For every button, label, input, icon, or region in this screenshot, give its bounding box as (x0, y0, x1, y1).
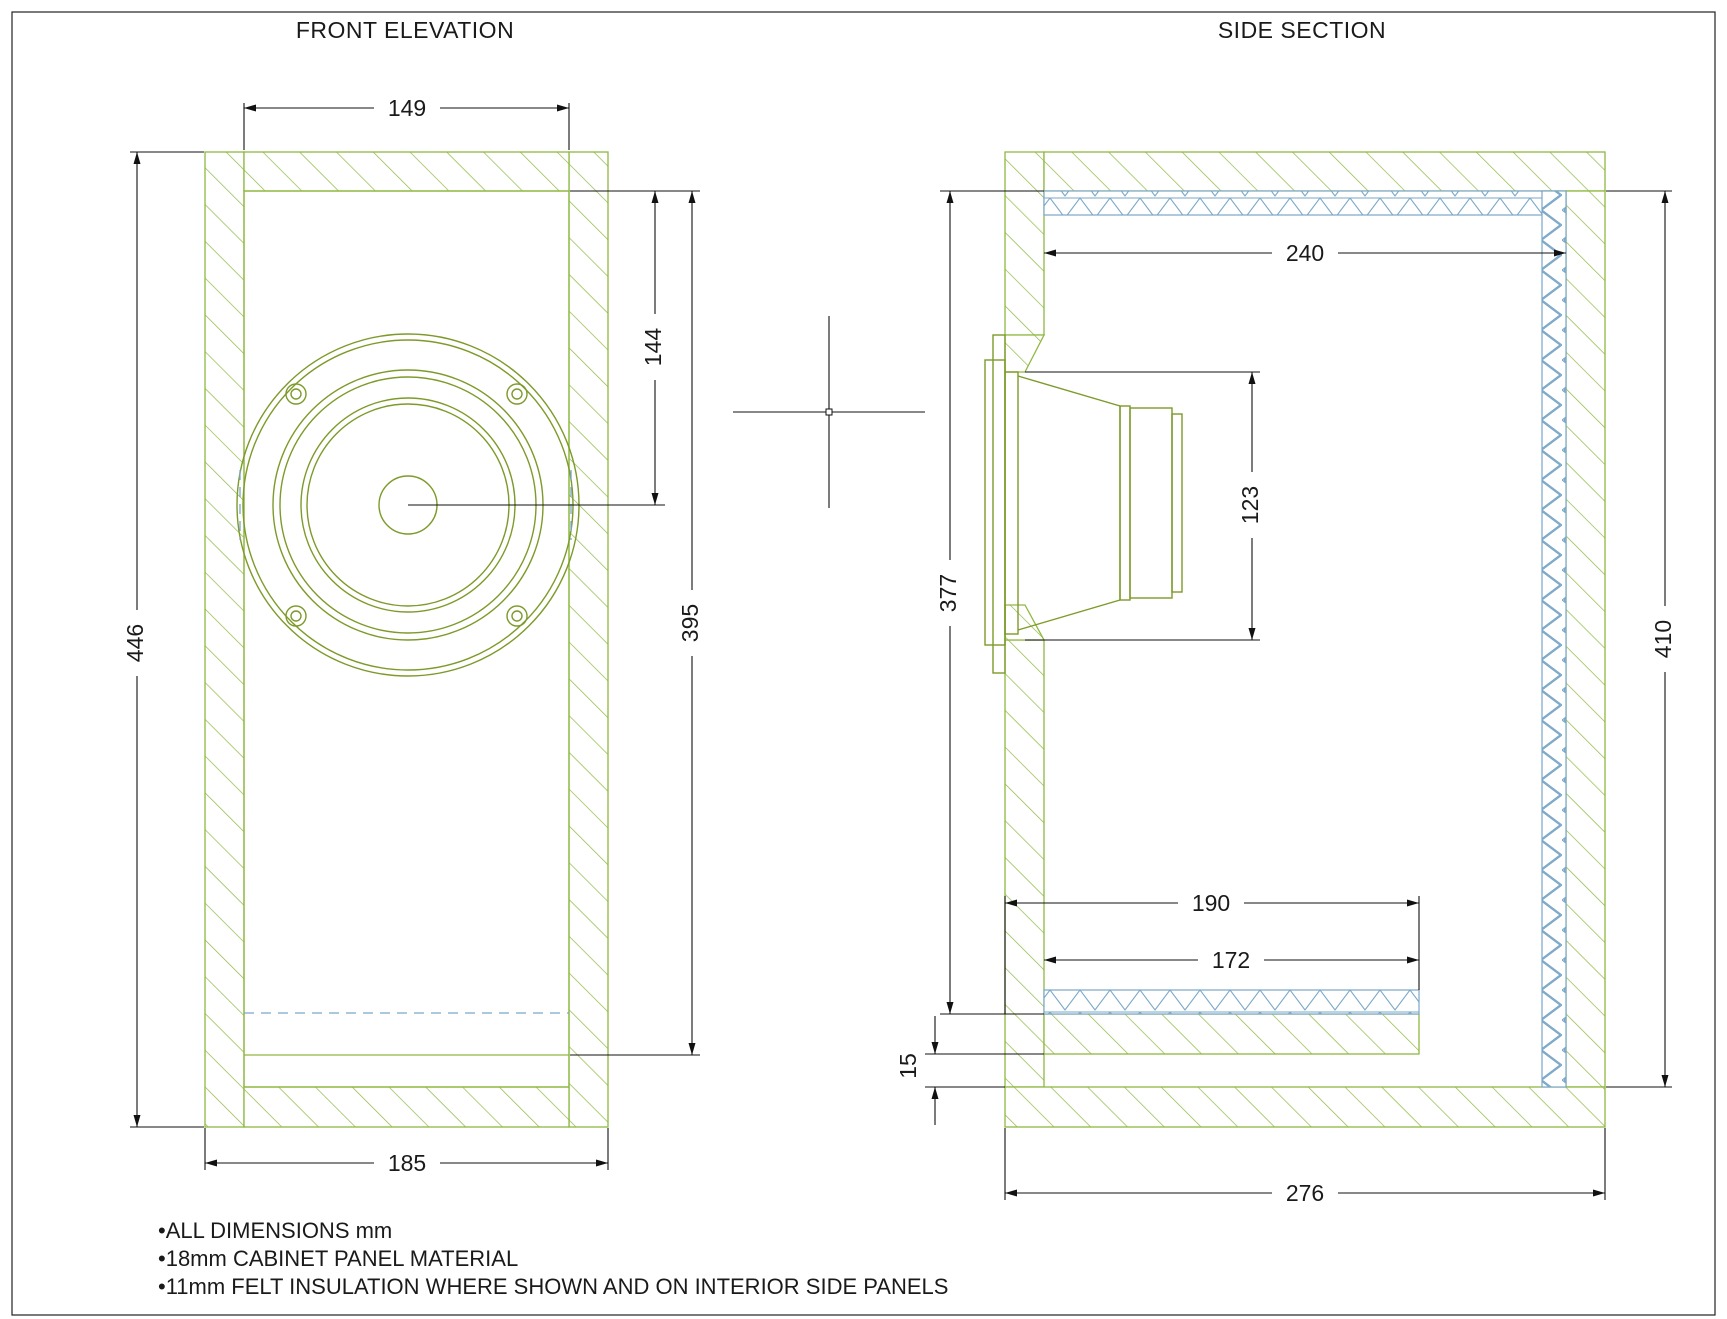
side-bottom-panel (1004, 1086, 1606, 1128)
side-top-panel (1043, 151, 1606, 192)
dim-149: 149 (243, 95, 570, 150)
front-left-panel (204, 151, 245, 1128)
svg-text:377: 377 (935, 574, 961, 612)
dim-185: 185 (204, 1128, 609, 1176)
svg-text:240: 240 (1286, 240, 1324, 266)
svg-text:395: 395 (677, 604, 703, 642)
dim-276: 276 (1004, 1128, 1606, 1206)
drawing-notes: •ALL DIMENSIONS mm •18mm CABINET PANEL M… (158, 1218, 948, 1299)
front-right-panel (568, 151, 609, 1128)
dim-123: 123 (1025, 371, 1263, 641)
svg-text:149: 149 (388, 95, 426, 121)
dim-240: 240 (1044, 240, 1566, 266)
dim-172: 172 (1044, 947, 1419, 973)
svg-text:446: 446 (122, 624, 148, 662)
note-dimensions: •ALL DIMENSIONS mm (158, 1218, 392, 1243)
note-felt-insulation: •11mm FELT INSULATION WHERE SHOWN AND ON… (158, 1274, 948, 1299)
driver-side-view (984, 334, 1183, 674)
dim-190: 190 (1004, 890, 1420, 1014)
dim-15: 15 (895, 1016, 1044, 1125)
dim-395: 395 (570, 190, 703, 1056)
svg-text:144: 144 (640, 328, 666, 367)
front-top-panel (243, 151, 570, 192)
svg-text:123: 123 (1237, 486, 1263, 524)
dim-410: 410 (1606, 190, 1676, 1088)
cad-crosshair (733, 316, 925, 508)
dim-446: 446 (122, 151, 204, 1128)
svg-text:15: 15 (895, 1053, 921, 1079)
sheet-border (11, 11, 1716, 1316)
front-bottom-panel (243, 1086, 570, 1128)
front-elevation: 149 446 144 395 (122, 95, 703, 1176)
svg-text:410: 410 (1650, 620, 1676, 658)
front-elevation-title: FRONT ELEVATION (296, 17, 514, 43)
side-front-baffle (1004, 151, 1045, 336)
svg-text:190: 190 (1192, 890, 1230, 916)
side-shelf (1043, 1013, 1420, 1055)
svg-text:276: 276 (1286, 1180, 1324, 1206)
svg-text:185: 185 (388, 1150, 426, 1176)
note-panel-material: •18mm CABINET PANEL MATERIAL (158, 1246, 518, 1271)
dim-144: 144 (408, 190, 666, 506)
svg-text:172: 172 (1212, 947, 1250, 973)
side-rear-panel (1565, 190, 1606, 1088)
front-inner-cavity (243, 190, 570, 1088)
felt-top (1043, 190, 1567, 216)
felt-rear (1541, 190, 1567, 1088)
dim-377: 377 (935, 190, 1044, 1015)
side-section-title: SIDE SECTION (1218, 17, 1386, 43)
felt-shelf (1043, 989, 1420, 1015)
side-section: 240 123 377 410 (895, 151, 1676, 1206)
